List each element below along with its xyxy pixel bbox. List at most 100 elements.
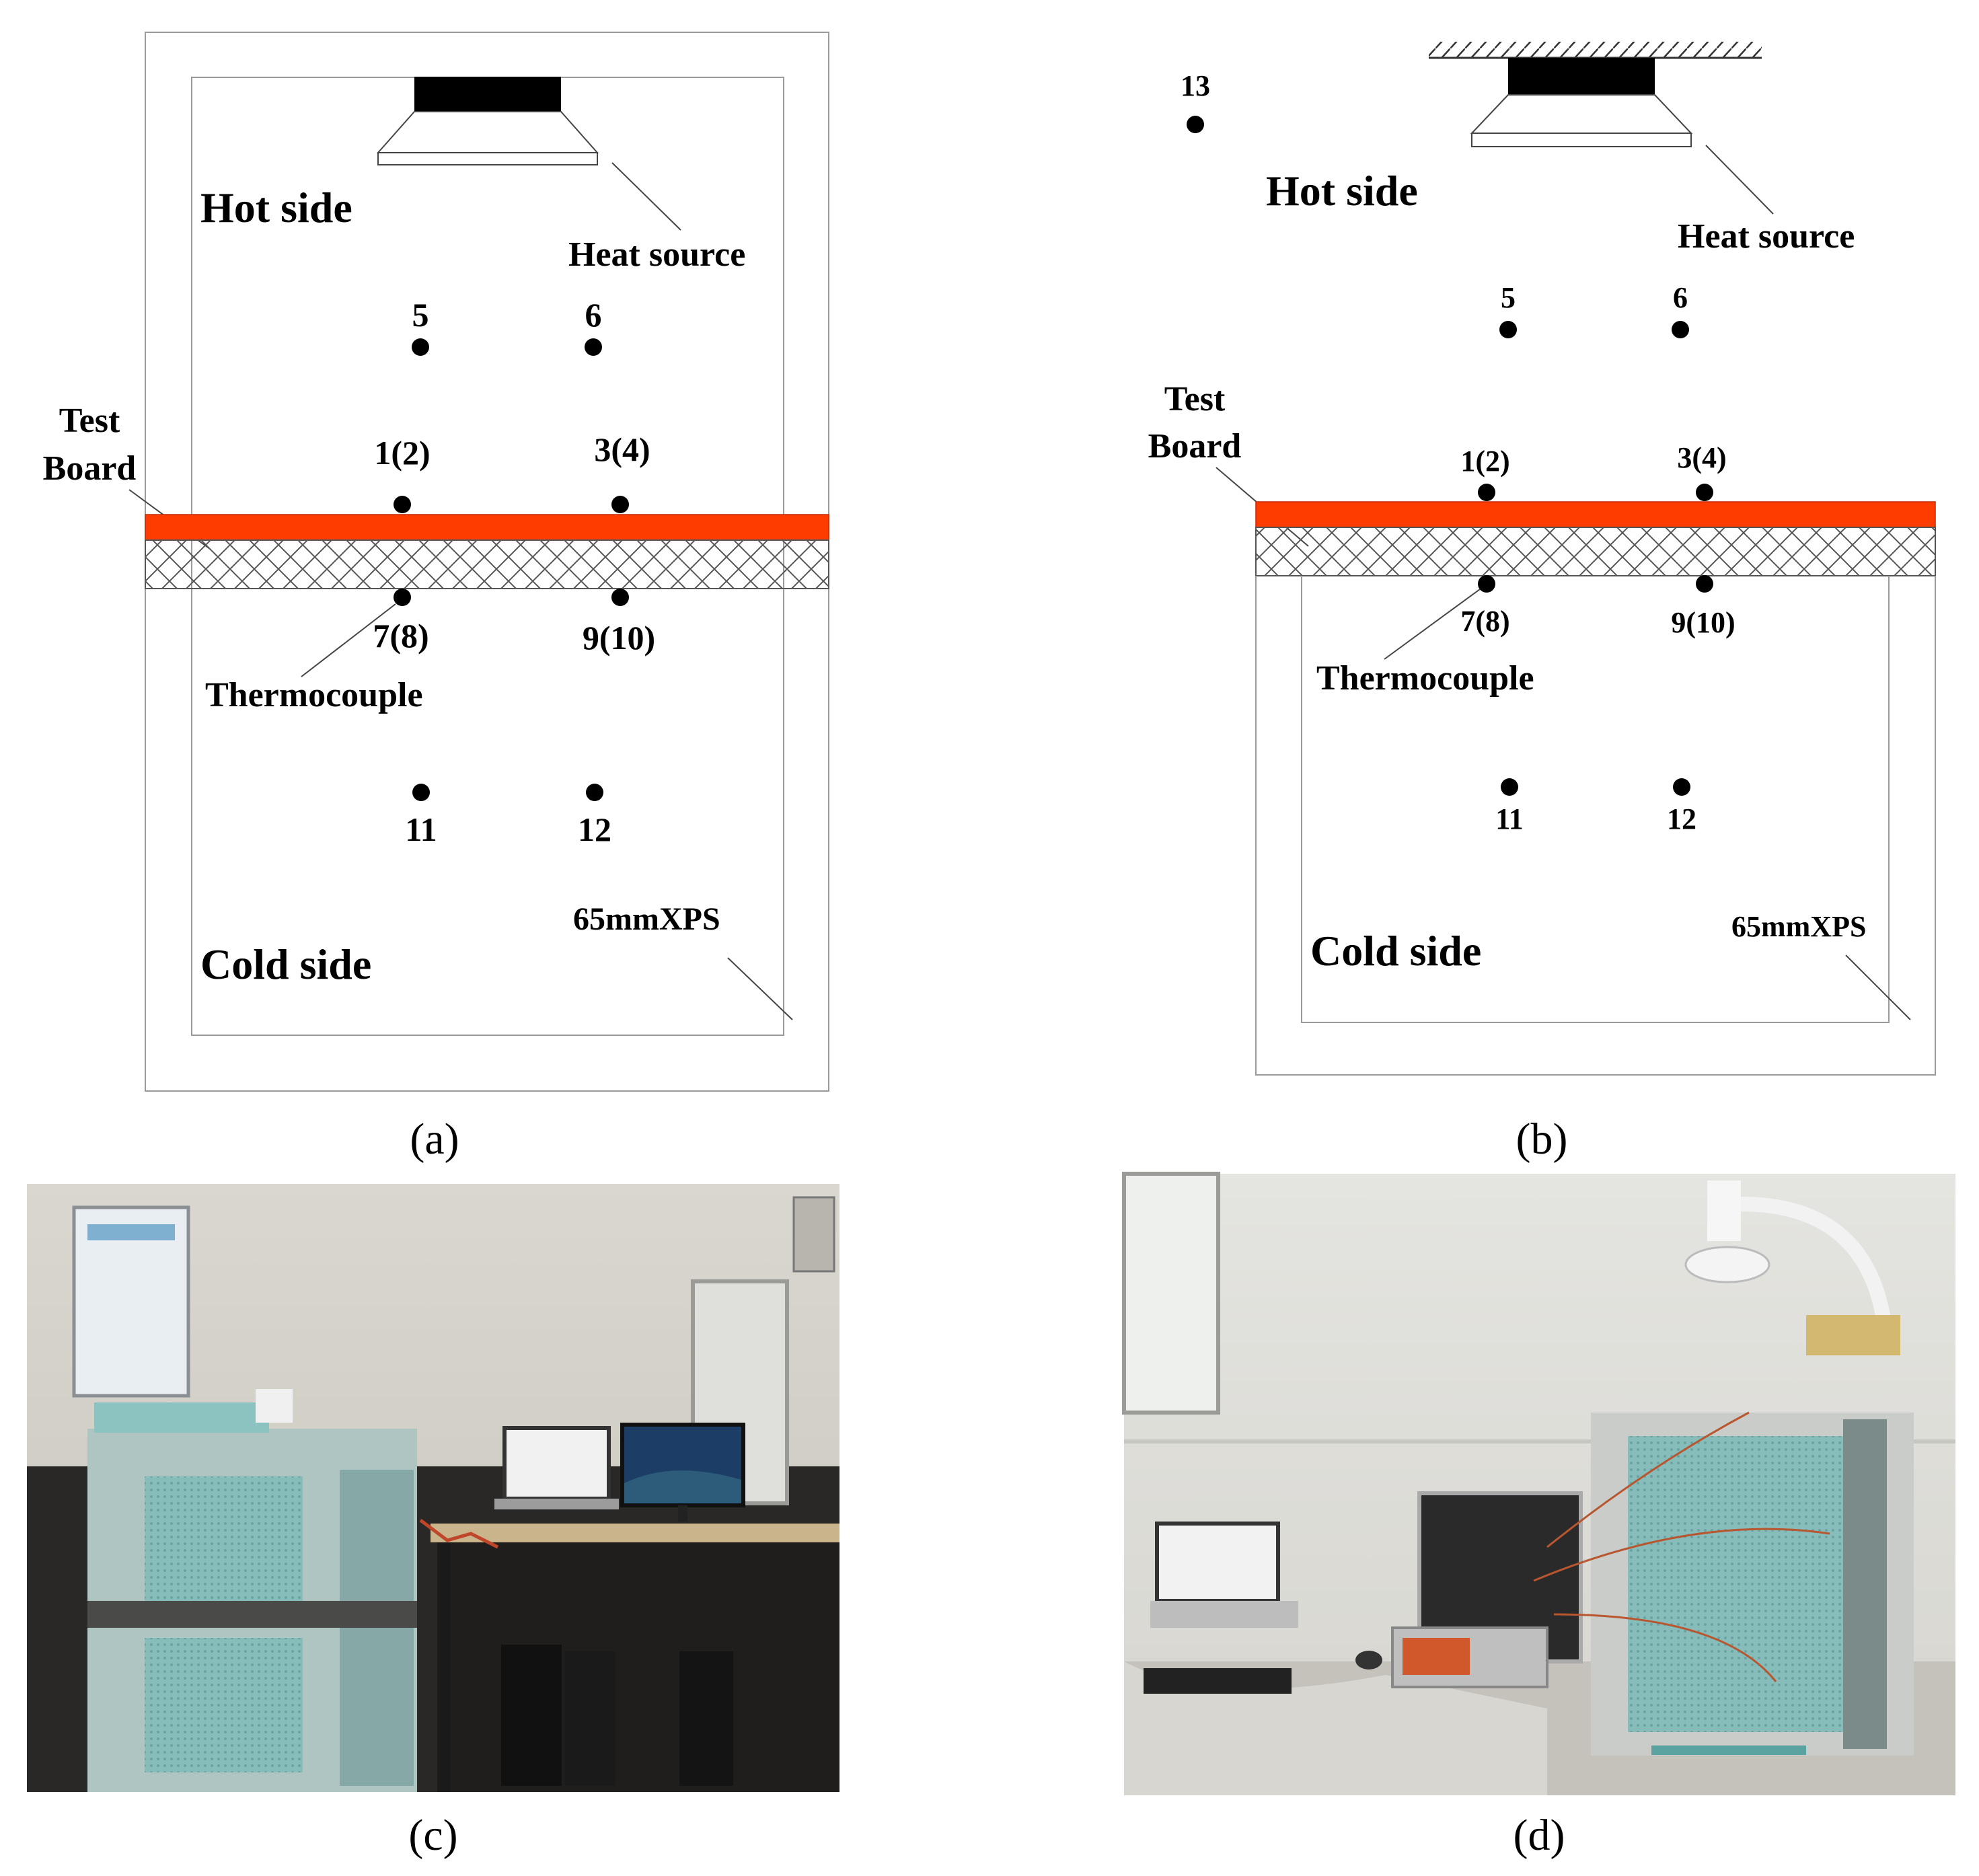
thermocouple-leader: [301, 603, 396, 677]
poster-header: [87, 1224, 175, 1240]
thermocouple-point-1-2: [394, 496, 411, 513]
laptop-base: [1150, 1601, 1298, 1628]
heat-source-leader: [611, 162, 681, 231]
point-label: 12: [1667, 802, 1696, 835]
hot-side-label: Hot side: [1266, 167, 1418, 215]
heat-source-label: Heat source: [568, 235, 745, 274]
xps-strip: [1651, 1746, 1806, 1755]
test-label: Test: [59, 402, 120, 440]
test-board: [145, 514, 829, 541]
photo-d: (d): [1122, 1172, 1955, 1860]
pc-tower-3: [679, 1651, 733, 1786]
lamp-arm: [1740, 1197, 1891, 1320]
thermocouple-point-5: [412, 338, 429, 356]
monitor-wallpaper: [624, 1470, 741, 1503]
point-label: 11: [405, 811, 437, 848]
thermocouple-point-7-8: [394, 589, 411, 606]
pc-tower-1: [501, 1645, 562, 1786]
heat-source-block: [1508, 58, 1655, 95]
data-logger-channels: [1403, 1638, 1470, 1675]
lamp-shade: [1684, 1246, 1770, 1283]
panel-a: Hot side Heat source 5 6 Test Board 1(2)…: [43, 32, 829, 1164]
heat-source-plate: [1471, 133, 1692, 147]
caption-d: (d): [1514, 1811, 1565, 1860]
desk-top: [1124, 1661, 1547, 1795]
thermocouple-point-7-8: [1478, 575, 1495, 593]
keyboard: [1144, 1668, 1292, 1694]
point-label: 12: [578, 811, 611, 848]
test-box-tape-band: [87, 1601, 417, 1628]
xps-panel-lower: [145, 1638, 303, 1772]
xps-leader: [1845, 954, 1911, 1020]
heat-source-reflector: [376, 111, 599, 153]
outer-box: [1255, 576, 1936, 1076]
point-label: 5: [1501, 281, 1516, 314]
xps-label: 65mmXPS: [1731, 910, 1866, 943]
thermocouple-point-11: [412, 784, 430, 801]
cold-side-label: Cold side: [1310, 927, 1481, 975]
thermocouple-point-12: [586, 784, 603, 801]
ceiling-hatch: [1429, 42, 1762, 58]
board-label: Board: [43, 449, 137, 488]
laptop-screen: [1155, 1522, 1280, 1603]
heat-source-label: Heat source: [1678, 217, 1855, 256]
heat-source-block: [414, 77, 561, 112]
lamp-neck: [1707, 1180, 1741, 1241]
thermocouple-point-13: [1187, 116, 1204, 133]
heat-source-plate: [377, 152, 598, 165]
point-label: 9(10): [1671, 606, 1735, 639]
caption-a: (a): [410, 1115, 459, 1164]
thermocouple-point-3-4: [611, 496, 629, 513]
thermocouple-label: Thermocouple: [1316, 659, 1534, 698]
point-label: 1(2): [1460, 445, 1509, 478]
point-label: 1(2): [374, 434, 430, 472]
xps-panel-upper: [145, 1476, 303, 1614]
point-label: 7(8): [1460, 605, 1509, 638]
photo-c: (c): [27, 1184, 839, 1860]
lamp-housing: [256, 1389, 293, 1423]
panel-b: 13 Hot side Heat source 5 6 Test Board 1…: [1148, 42, 1936, 1164]
wall-poster: [1122, 1172, 1220, 1415]
xps-label: 65mmXPS: [573, 901, 720, 937]
monitor-stand: [678, 1505, 687, 1522]
laptop-screen: [502, 1426, 611, 1501]
inner-box: [1301, 576, 1890, 1023]
test-box-lid: [94, 1402, 269, 1433]
heat-source-reflector: [1470, 94, 1693, 134]
lamp-base: [1806, 1315, 1900, 1355]
board-label: Board: [1148, 427, 1242, 465]
laptop-base: [494, 1499, 619, 1509]
cold-side-label: Cold side: [200, 940, 371, 988]
thermocouple-point-12: [1673, 778, 1690, 796]
thermocouple-leader: [1384, 589, 1481, 660]
thermocouple-point-1-2: [1478, 484, 1495, 501]
thermocouple-point-6: [1672, 321, 1689, 338]
heat-source-leader: [1705, 145, 1774, 215]
point-label: 13: [1181, 69, 1210, 102]
xps-panel: [1628, 1436, 1850, 1732]
point-label: 7(8): [373, 617, 428, 654]
hot-side-label: Hot side: [200, 184, 352, 231]
caption-c: (c): [408, 1811, 457, 1860]
test-label: Test: [1164, 380, 1226, 418]
point-label: 6: [1673, 281, 1688, 314]
thermocouple-wires: [419, 1519, 499, 1549]
wall-frame: [792, 1196, 835, 1273]
point-label: 6: [585, 296, 602, 334]
point-label: 3(4): [594, 430, 650, 468]
test-box-side: [1843, 1419, 1887, 1749]
thermocouple-point-11: [1501, 778, 1518, 796]
mouse: [1355, 1651, 1382, 1669]
xps-leader: [727, 957, 793, 1020]
thermocouple-point-9-10: [1696, 575, 1713, 593]
wall-rail: [1124, 1439, 1955, 1443]
point-label: 5: [412, 296, 429, 334]
thermocouple-point-9-10: [611, 589, 629, 606]
point-label: 3(4): [1677, 441, 1726, 474]
thermocouple-point-6: [585, 338, 602, 356]
thermocouple-label: Thermocouple: [205, 676, 423, 714]
caption-b: (b): [1516, 1115, 1568, 1164]
point-label: 9(10): [583, 619, 655, 656]
pc-tower-2: [565, 1651, 615, 1786]
